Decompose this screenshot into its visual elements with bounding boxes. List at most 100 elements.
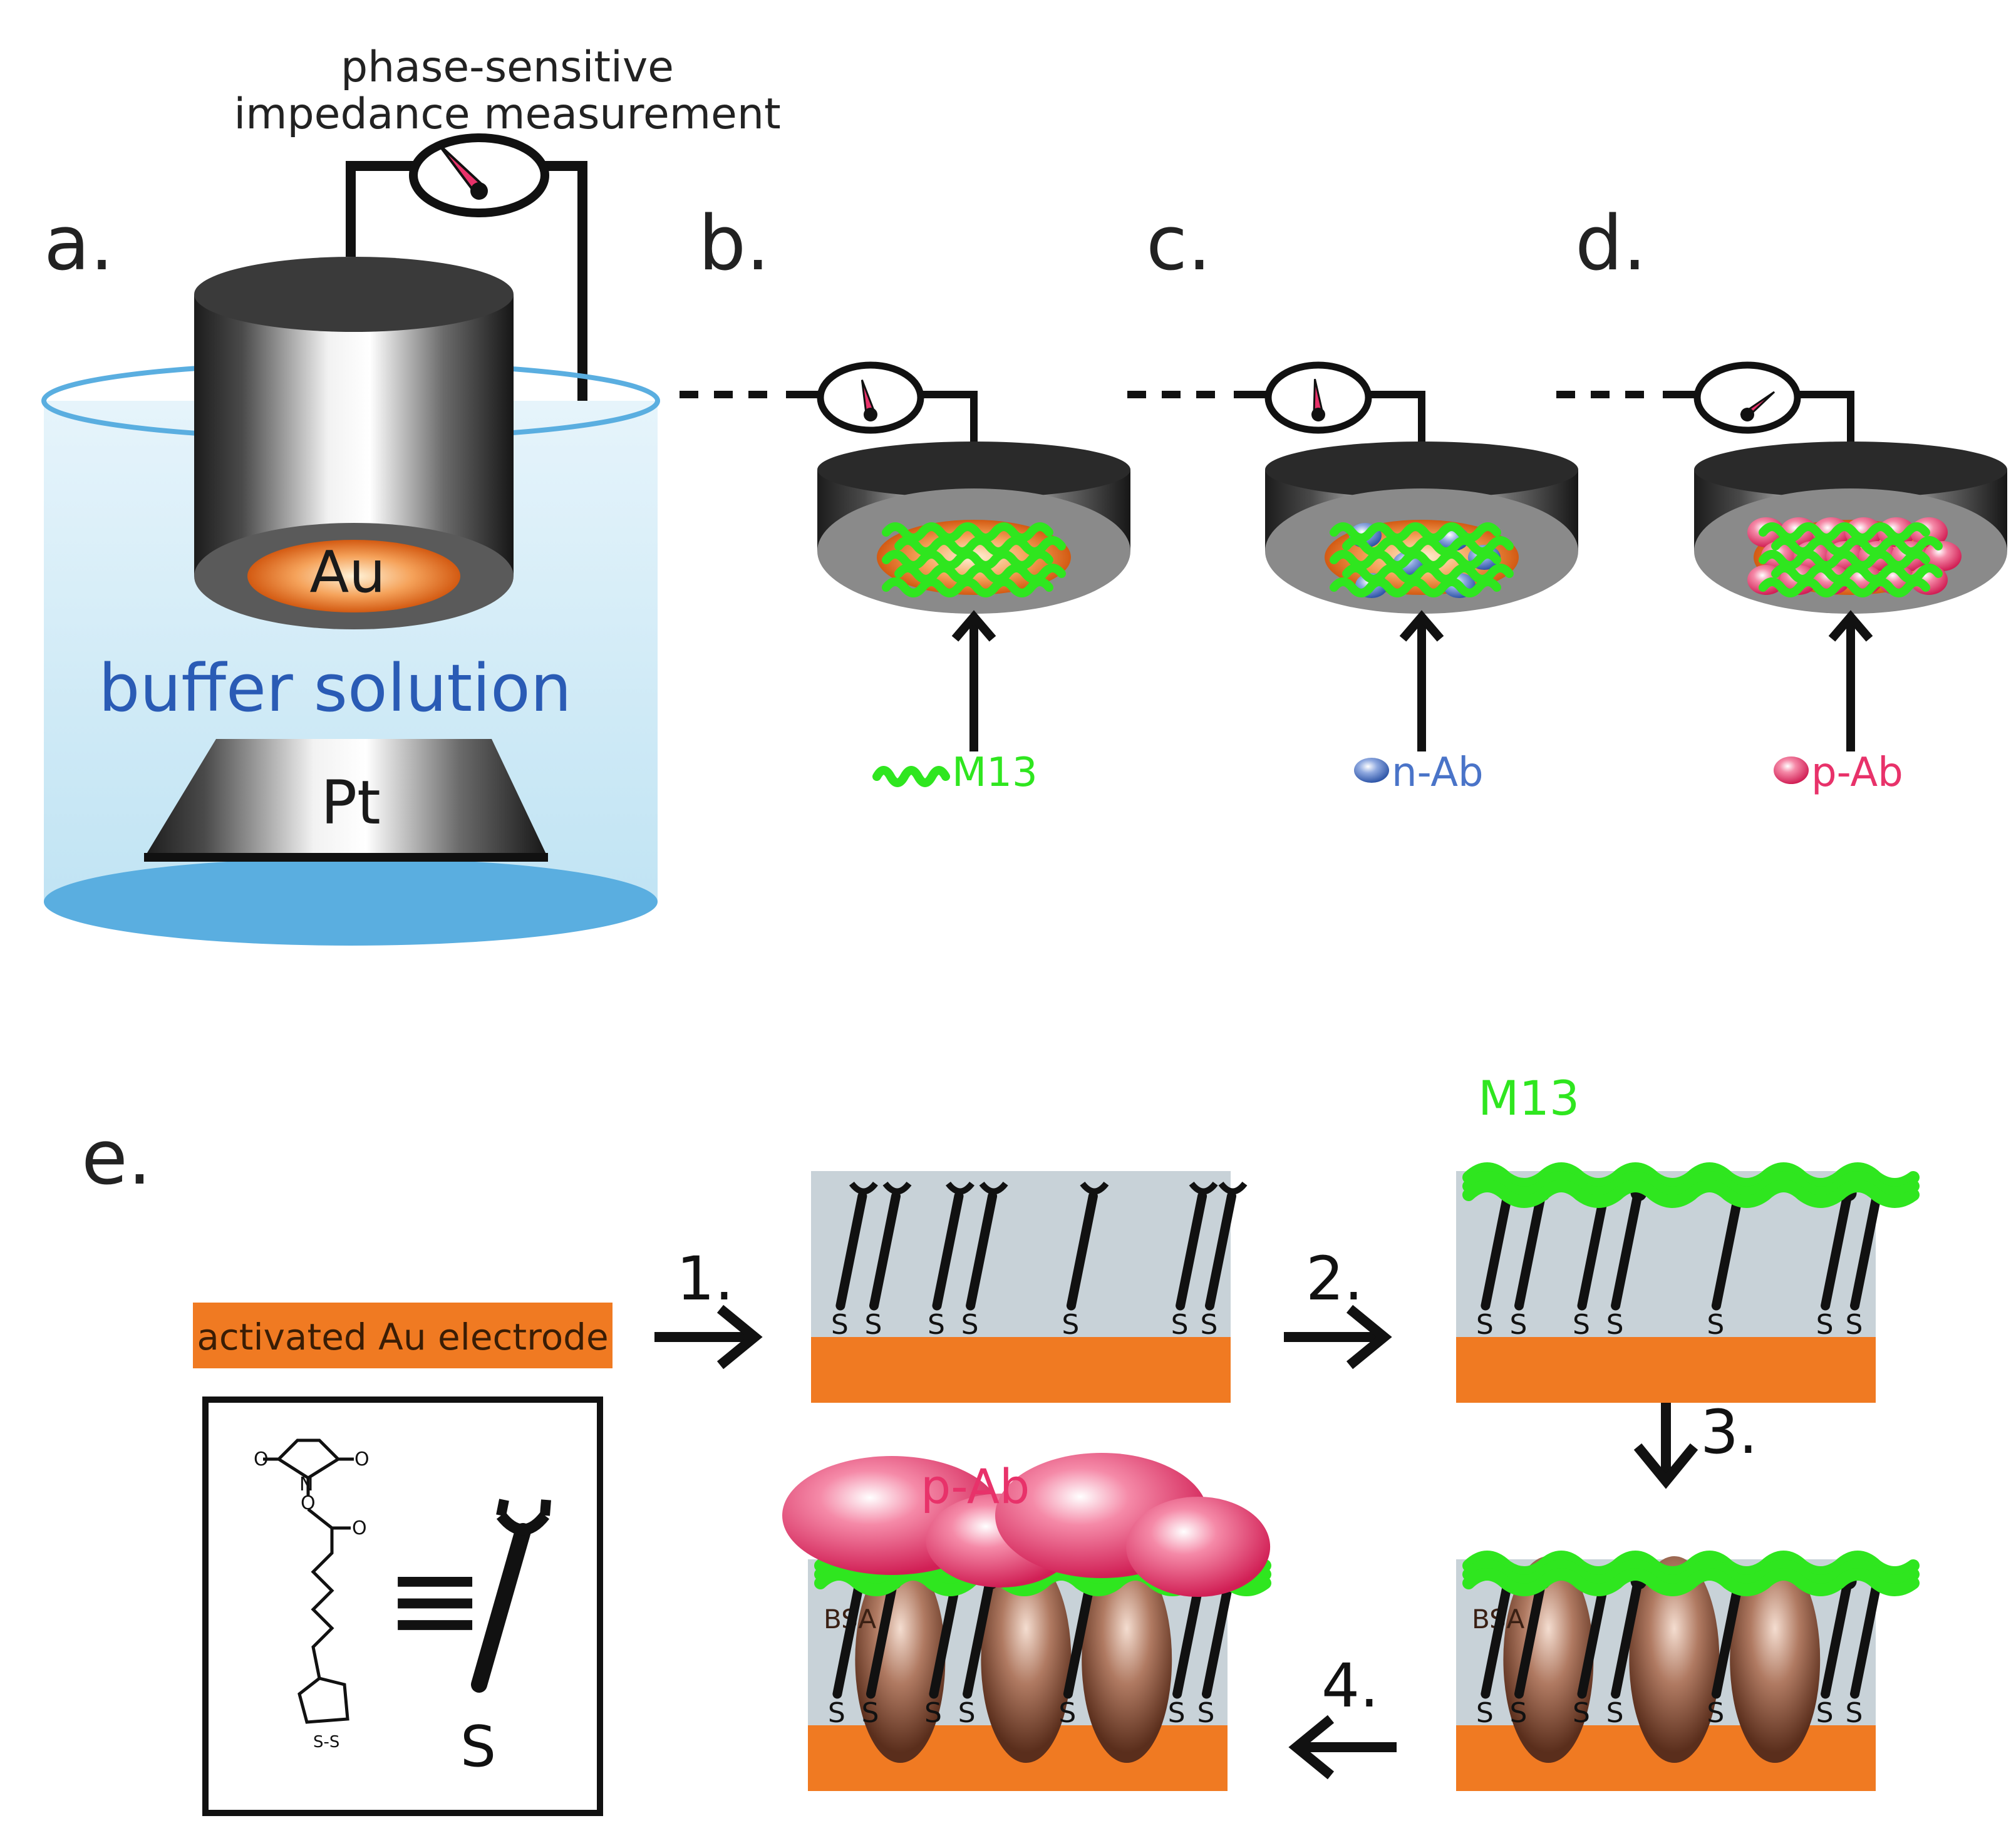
thiol-s-label: S — [1573, 1309, 1590, 1341]
thiol-s-label: S — [1058, 1697, 1076, 1729]
n-ab-legend-icon — [1354, 758, 1389, 783]
impedance-meter-icon — [409, 133, 549, 217]
panel-d-letter: d. — [1575, 200, 1646, 287]
thiol-s-label: S — [1707, 1309, 1724, 1341]
thiol-s-label: S — [865, 1309, 882, 1341]
thiol-s-label: S — [1606, 1309, 1624, 1341]
m13-strand — [882, 577, 1053, 597]
thiol-s-label: S — [961, 1309, 979, 1341]
p-ab-surface-label: p-Ab — [921, 1459, 1030, 1514]
thiol-s-label: S — [1168, 1697, 1186, 1729]
thiol-s-label: S — [828, 1697, 845, 1729]
bsa-protein — [1730, 1556, 1821, 1763]
thiol-s-label: S — [958, 1697, 976, 1729]
surface-layer — [1747, 517, 1962, 597]
panel-e-letter: e. — [81, 1115, 152, 1202]
step-4-label: 4. — [1321, 1651, 1379, 1721]
step-1-label: 1. — [676, 1244, 734, 1314]
state-p-ab-bound: BSASSSSSSSp-Ab — [782, 1453, 1271, 1791]
panel-c-legend-label: n-Ab — [1392, 750, 1484, 796]
panel-a: a. phase-sensitive impedance measurement… — [41, 43, 781, 946]
panel-c-letter: c. — [1146, 200, 1211, 287]
gold-substrate — [811, 1337, 1231, 1403]
gold-substrate — [1456, 1337, 1876, 1403]
bsa-protein — [1503, 1556, 1594, 1763]
meter-icon — [1264, 361, 1372, 434]
linker — [932, 1191, 964, 1311]
step-2-arrow — [1284, 1304, 1392, 1370]
thiol-s-label: S — [831, 1309, 849, 1341]
thiol-s-label: S — [928, 1309, 945, 1341]
step-4-arrow — [1288, 1715, 1397, 1780]
linker — [929, 1579, 961, 1699]
thiol-s-label: S — [1510, 1309, 1528, 1341]
panel-b-letter: b. — [698, 200, 770, 287]
thiol-s-label: S — [1816, 1697, 1834, 1729]
pt-label: Pt — [321, 768, 381, 838]
linker — [866, 1579, 897, 1699]
panel-e: e. activated Au electrode 1. 2. 3. 4. — [81, 1070, 1920, 1816]
surface-states: SSSSSSSSSSSSSSM13BSASSSSSSSBSASSSSSSSp-A… — [782, 1070, 1920, 1791]
thiol-s-label: S — [1816, 1309, 1834, 1341]
chem-o4: O — [352, 1517, 367, 1539]
linker — [966, 1191, 998, 1311]
linker — [1711, 1191, 1743, 1311]
state-bsa-blocked: BSASSSSSSS — [1456, 1551, 1920, 1791]
linker — [1821, 1191, 1853, 1311]
linker — [1611, 1191, 1643, 1311]
buffer-solution-label: buffer solution — [98, 650, 571, 726]
lead-wire — [786, 391, 978, 457]
activated-electrode-label: activated Au electrode — [197, 1316, 608, 1358]
panel-a-letter: a. — [44, 200, 114, 287]
linker — [1176, 1191, 1207, 1311]
thiol-s-label: S — [1476, 1697, 1494, 1729]
linker — [1481, 1191, 1512, 1311]
linker — [1202, 1579, 1233, 1699]
chem-o2: O — [354, 1448, 370, 1470]
thiol-s-label: S — [1707, 1697, 1724, 1729]
lead-wire — [1663, 391, 1854, 457]
linker-icon — [471, 1499, 551, 1693]
linker — [835, 1191, 867, 1311]
equivalence-symbol: ≡ — [385, 1531, 485, 1669]
meter-icon — [1693, 361, 1801, 434]
thiol-s-label: S — [1846, 1697, 1863, 1729]
m13-legend-icon — [872, 766, 950, 787]
m13-strand — [1462, 1551, 1920, 1579]
chem-o3: O — [301, 1492, 316, 1514]
linker — [1481, 1579, 1512, 1699]
linker — [1850, 1191, 1881, 1311]
m13-strand — [1462, 1171, 1920, 1199]
m13-strand — [1462, 1568, 1920, 1596]
linker — [1066, 1191, 1098, 1311]
linker — [869, 1191, 901, 1311]
p-ab-legend-icon — [1774, 756, 1809, 784]
meter-icon — [817, 361, 924, 434]
thiol-s-label: S — [1510, 1697, 1528, 1729]
linker — [1577, 1191, 1609, 1311]
panel-c: c. n-Ab — [1127, 200, 1578, 796]
linker-s-label: S — [460, 1714, 496, 1780]
m13-strand — [1759, 577, 1930, 597]
meter-title-line2: impedance measurement — [234, 90, 780, 139]
linker — [1577, 1579, 1609, 1699]
surface-layer — [1330, 522, 1514, 598]
bsa-protein — [1629, 1556, 1720, 1763]
linker — [832, 1579, 864, 1699]
surface-layer — [882, 522, 1066, 597]
linker — [1611, 1579, 1643, 1699]
thiol-s-label: S — [924, 1697, 942, 1729]
m13-strand — [1462, 1559, 1920, 1588]
au-electrode-cylinder — [194, 257, 514, 629]
thiol-s-label: S — [1573, 1697, 1590, 1729]
linker — [1514, 1579, 1546, 1699]
p-ab-antibody — [1126, 1497, 1271, 1597]
linker — [1711, 1579, 1743, 1699]
m13-strand — [1462, 1180, 1920, 1208]
bsa-protein — [855, 1556, 946, 1763]
linker — [1205, 1191, 1236, 1311]
au-label: Au — [309, 539, 385, 606]
linker-legend-box: O N O O O S-S ≡ S — [202, 1397, 603, 1816]
